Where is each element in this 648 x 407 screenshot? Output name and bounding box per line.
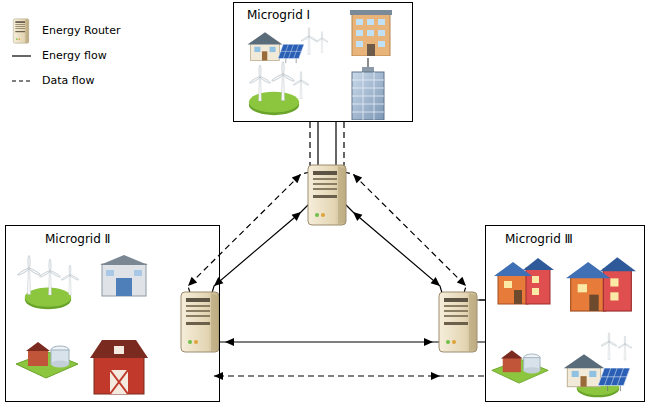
arrow-head bbox=[431, 277, 440, 286]
arrow-head bbox=[353, 174, 362, 183]
data-flow-connector bbox=[188, 122, 310, 300]
arrow-head bbox=[214, 277, 223, 286]
microgrid-box: Microgrid Ⅲ bbox=[485, 225, 645, 402]
legend-row: Energy Router bbox=[10, 18, 120, 43]
arrow-head bbox=[457, 277, 466, 286]
energy-router-icon bbox=[439, 292, 477, 352]
connector-line bbox=[214, 375, 485, 376]
legend-swatch bbox=[10, 18, 32, 44]
arrow-head bbox=[424, 338, 433, 346]
connector-line bbox=[344, 122, 485, 300]
legend-row: Energy flow bbox=[10, 43, 120, 68]
legend-row: Data flow bbox=[10, 68, 120, 93]
microgrid-title: Microgrid Ⅰ bbox=[247, 8, 310, 23]
microgrid-box: Microgrid Ⅱ bbox=[5, 225, 220, 402]
legend-text: Energy flow bbox=[42, 49, 107, 62]
connector-line bbox=[188, 122, 310, 300]
data-flow-connector bbox=[214, 372, 485, 380]
microgrid-box: Microgrid Ⅰ bbox=[233, 2, 413, 122]
legend: Energy RouterEnergy flowData flow bbox=[10, 18, 120, 93]
legend-swatch bbox=[10, 68, 32, 94]
arrow-head bbox=[353, 212, 362, 221]
arrow-head bbox=[188, 277, 197, 286]
energy-router-icon bbox=[308, 165, 346, 225]
microgrid-title: Microgrid Ⅱ bbox=[45, 232, 111, 247]
arrow-head bbox=[225, 338, 234, 346]
legend-swatch bbox=[10, 43, 32, 69]
arrow-head bbox=[292, 212, 301, 221]
connector-line bbox=[336, 122, 485, 300]
data-flow-connector bbox=[344, 122, 485, 300]
arrow-head bbox=[431, 372, 440, 380]
legend-text: Energy Router bbox=[42, 24, 120, 37]
energy-flow-connector bbox=[336, 122, 485, 300]
legend-text: Data flow bbox=[42, 74, 94, 87]
arrow-head bbox=[214, 372, 223, 380]
microgrid-title: Microgrid Ⅲ bbox=[505, 232, 573, 247]
energy-router-icon bbox=[181, 292, 219, 352]
arrow-head bbox=[292, 174, 301, 183]
